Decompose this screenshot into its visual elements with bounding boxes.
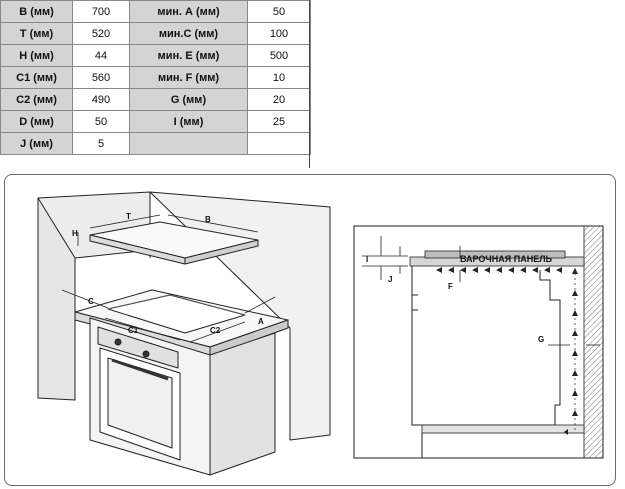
dim-key: мин.С (мм) <box>129 22 248 45</box>
dim-value: 520 <box>72 22 130 45</box>
empty-cell <box>129 132 248 155</box>
hob-section <box>424 250 566 259</box>
cabinet-side <box>209 332 276 476</box>
label-panel: ВАРОЧНАЯ ПАНЕЛЬ <box>460 254 553 264</box>
label-T: T <box>126 212 131 221</box>
dim-value: 490 <box>72 88 130 111</box>
dim-key: C1 (мм) <box>0 66 73 89</box>
dimensions-table: B (мм) 700 мин. А (мм) 50 T (мм) 520 мин… <box>0 0 311 155</box>
dim-key: T (мм) <box>0 22 73 45</box>
dim-value: 50 <box>72 110 130 133</box>
label-I: I <box>366 255 368 264</box>
table-row: J (мм) 5 <box>0 132 311 155</box>
dim-key: мин. F (мм) <box>129 66 248 89</box>
left-wall-side <box>37 197 76 401</box>
dim-key: J (мм) <box>0 132 73 155</box>
dim-key: H (мм) <box>0 44 73 67</box>
oven-control-panel <box>97 326 179 369</box>
dim-key: мин. А (мм) <box>129 0 248 23</box>
cabinet-base <box>421 424 585 434</box>
table-divider <box>309 0 310 168</box>
wall-hatch <box>583 225 604 459</box>
table-row: D (мм) 50 I (мм) 25 <box>0 110 311 133</box>
right-wall <box>149 191 331 441</box>
label-G: G <box>538 335 544 344</box>
dim-value: 560 <box>72 66 130 89</box>
dim-key: B (мм) <box>0 0 73 23</box>
hob-side-right <box>184 239 259 265</box>
dim-value: 20 <box>247 88 311 111</box>
table-row: C2 (мм) 490 G (мм) 20 <box>0 88 311 111</box>
table-row: C1 (мм) 560 мин. F (мм) 10 <box>0 66 311 89</box>
label-A: A <box>258 317 264 326</box>
dim-value: 10 <box>247 66 311 89</box>
label-B: B <box>205 215 211 224</box>
label-C: C <box>88 297 94 306</box>
dim-key: мин. E (мм) <box>129 44 248 67</box>
dim-key: C2 (мм) <box>0 88 73 111</box>
empty-cell <box>247 132 311 155</box>
label-C1: C1 <box>128 326 139 335</box>
label-H: H <box>72 229 78 238</box>
table-row: H (мм) 44 мин. E (мм) 500 <box>0 44 311 67</box>
dim-key: G (мм) <box>129 88 248 111</box>
dim-value: 5 <box>72 132 130 155</box>
table-row: B (мм) 700 мин. А (мм) 50 <box>0 0 311 23</box>
dim-value: 700 <box>72 0 130 23</box>
dim-value: 25 <box>247 110 311 133</box>
label-F: F <box>448 282 453 291</box>
drawings-frame <box>4 174 616 486</box>
label-C2: C2 <box>210 326 221 335</box>
label-J: J <box>388 275 392 284</box>
oven-handle <box>111 358 169 381</box>
worktop-right <box>209 319 289 357</box>
